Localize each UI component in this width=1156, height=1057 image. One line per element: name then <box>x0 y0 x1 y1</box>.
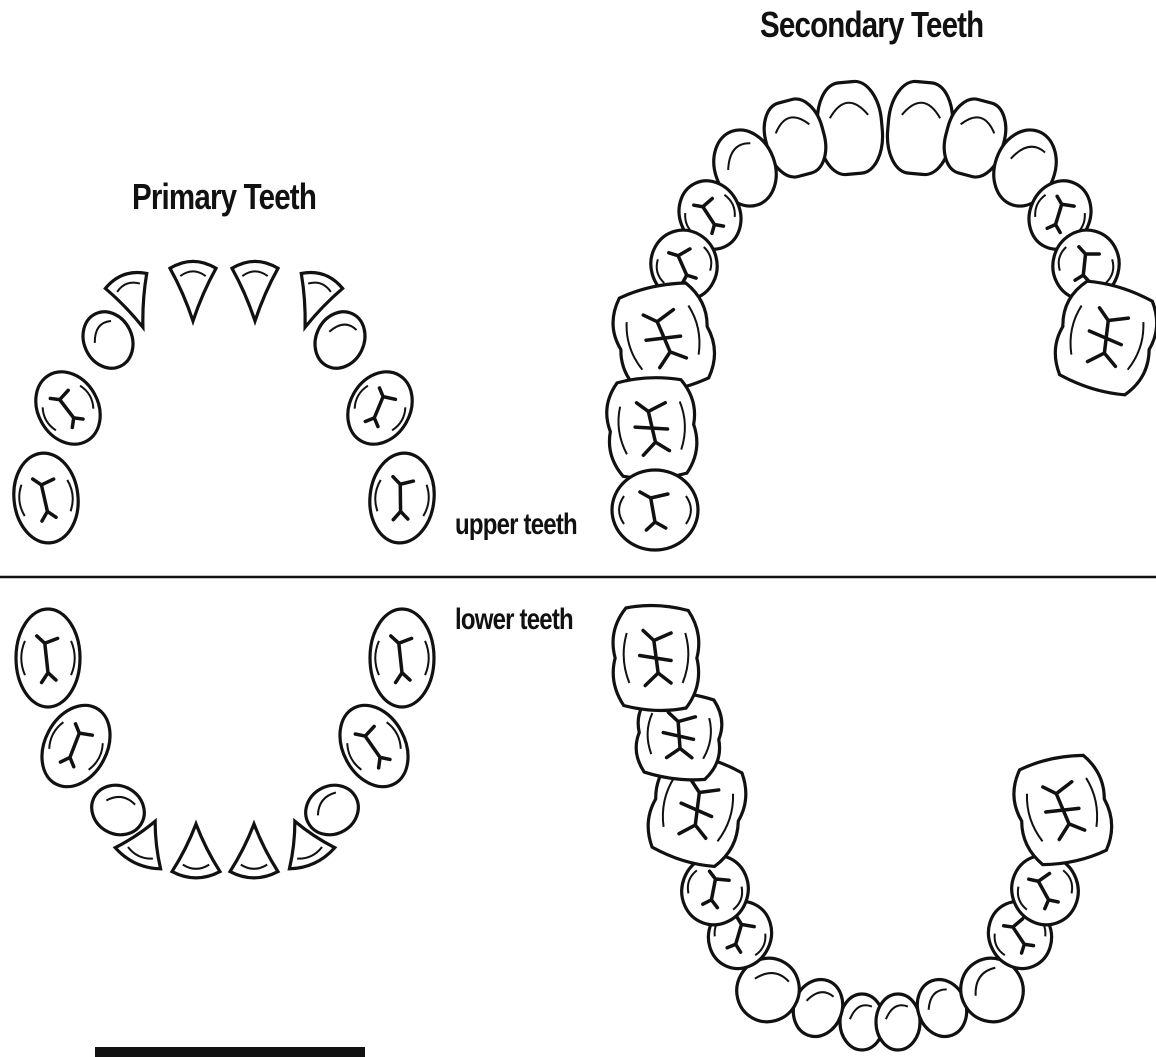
secondary-lower-tooth-right-6 <box>1006 748 1120 873</box>
primary-upper-tooth-left-1 <box>170 261 216 321</box>
primary-lower-tooth-left-1 <box>172 824 220 878</box>
primary-upper-tooth-left-4 <box>23 360 113 456</box>
primary-upper-tooth-right-5 <box>365 450 438 546</box>
primary-upper-tooth-right-1 <box>232 261 278 321</box>
scale-bar <box>95 1047 365 1057</box>
primary-lower-tooth-right-1 <box>230 824 278 878</box>
secondary-upper-tooth-left-8 <box>612 470 698 550</box>
teeth-layer <box>9 79 1156 1050</box>
secondary-upper-tooth-right-6 <box>1047 275 1156 401</box>
secondary-upper-tooth-right-1 <box>884 79 956 176</box>
primary-upper-tooth-right-4 <box>335 360 425 456</box>
secondary-upper-tooth-left-1 <box>814 79 886 176</box>
secondary-lower-tooth-right-1 <box>876 994 920 1050</box>
primary-lower-tooth-left-5 <box>16 609 80 707</box>
primary-upper-tooth-left-5 <box>9 450 82 546</box>
primary-lower-tooth-left-4 <box>28 693 123 798</box>
primary-lower-tooth-right-5 <box>370 609 434 707</box>
primary-lower-tooth-right-4 <box>326 693 421 798</box>
secondary-upper-tooth-left-7 <box>604 374 700 482</box>
secondary-lower-tooth-left-8 <box>613 606 699 711</box>
